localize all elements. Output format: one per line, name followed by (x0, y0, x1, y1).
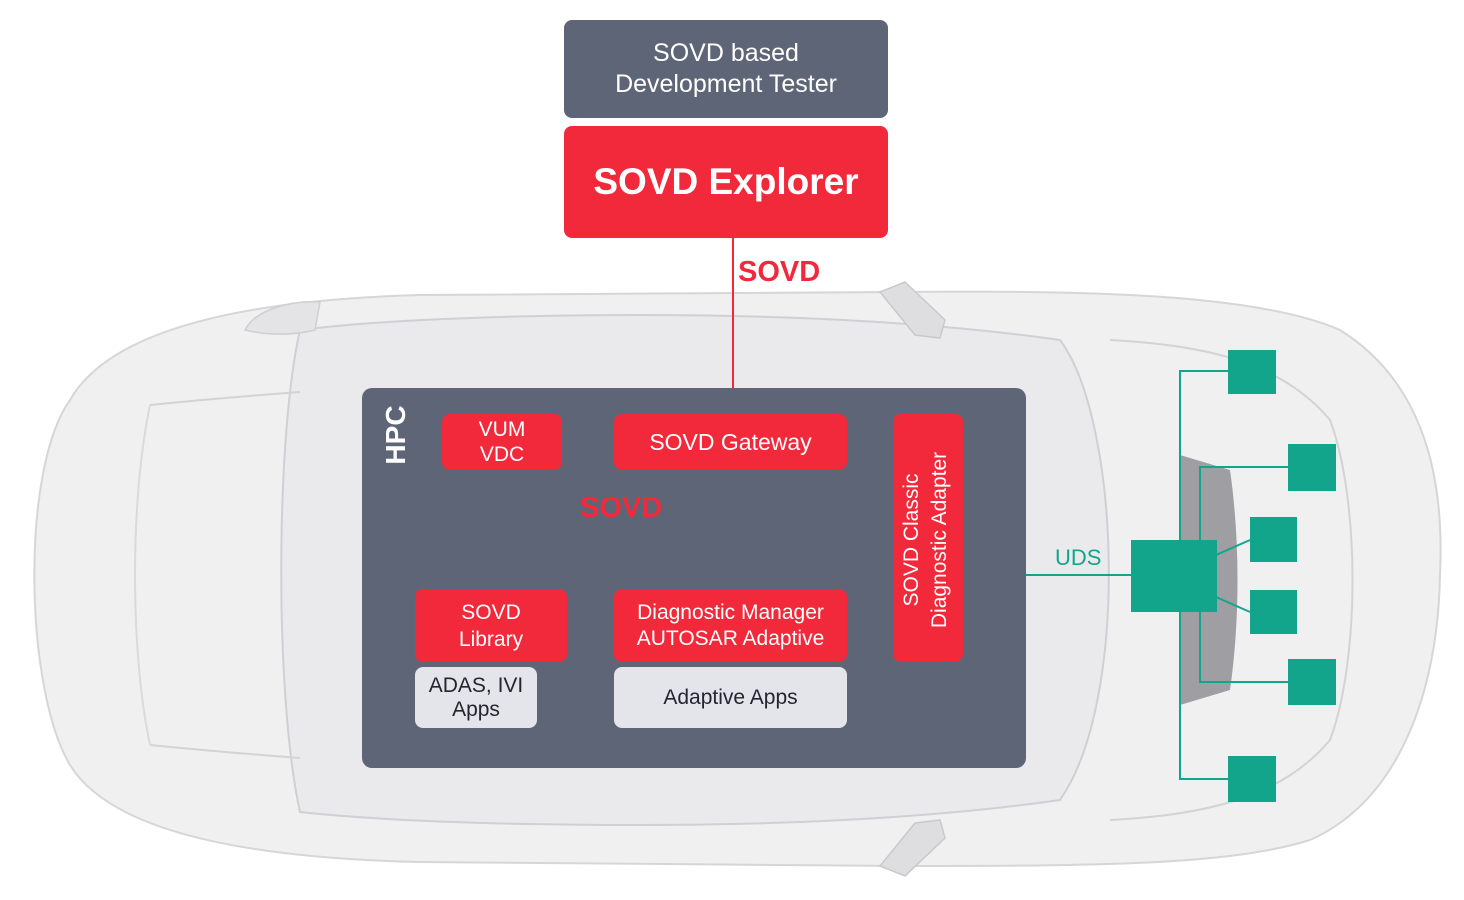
sovd-explorer-label: SOVD Explorer (593, 161, 859, 202)
ecu-1 (1228, 350, 1276, 394)
diagnostic-manager-box: Diagnostic Manager AUTOSAR Adaptive (614, 589, 847, 662)
uds-network (963, 370, 1288, 780)
classic-diagnostic-adapter-label: SOVD Classic Diagnostic Adapter (900, 451, 951, 629)
sovd-bus-label: SOVD (580, 492, 663, 524)
adas-ivi-apps-label: ADAS, IVI Apps (428, 673, 524, 721)
development-tester-box: SOVD based Development Tester (564, 20, 888, 118)
ecu-5 (1288, 659, 1336, 705)
ecu-4 (1250, 590, 1297, 634)
sovd-library-label: SOVD Library (458, 600, 524, 651)
sovd-link-label: SOVD (738, 256, 821, 288)
hpc-label: HPC (380, 405, 411, 465)
vum-vdc-label: VUM VDC (478, 418, 526, 466)
adaptive-apps-label: Adaptive Apps (663, 685, 798, 709)
ecu-6 (1228, 756, 1276, 802)
adaptive-apps-box: Adaptive Apps (614, 667, 847, 728)
sovd-library-box: SOVD Library (415, 589, 567, 662)
ecu-2 (1288, 444, 1336, 491)
classic-diagnostic-adapter-box (893, 414, 963, 662)
development-tester-label: SOVD based Development Tester (615, 39, 837, 98)
sovd-gateway-box: SOVD Gateway (614, 414, 847, 470)
vum-vdc-box: VUM VDC (442, 414, 562, 470)
sovd-explorer-box: SOVD Explorer (564, 126, 888, 238)
sovd-gateway-label: SOVD Gateway (649, 428, 812, 455)
uds-central-ecu (1131, 540, 1217, 612)
uds-label: UDS (1055, 545, 1102, 570)
diagnostic-manager-label: Diagnostic Manager AUTOSAR Adaptive (636, 600, 825, 650)
ecu-3 (1250, 517, 1297, 562)
adas-ivi-apps-box: ADAS, IVI Apps (415, 667, 537, 728)
